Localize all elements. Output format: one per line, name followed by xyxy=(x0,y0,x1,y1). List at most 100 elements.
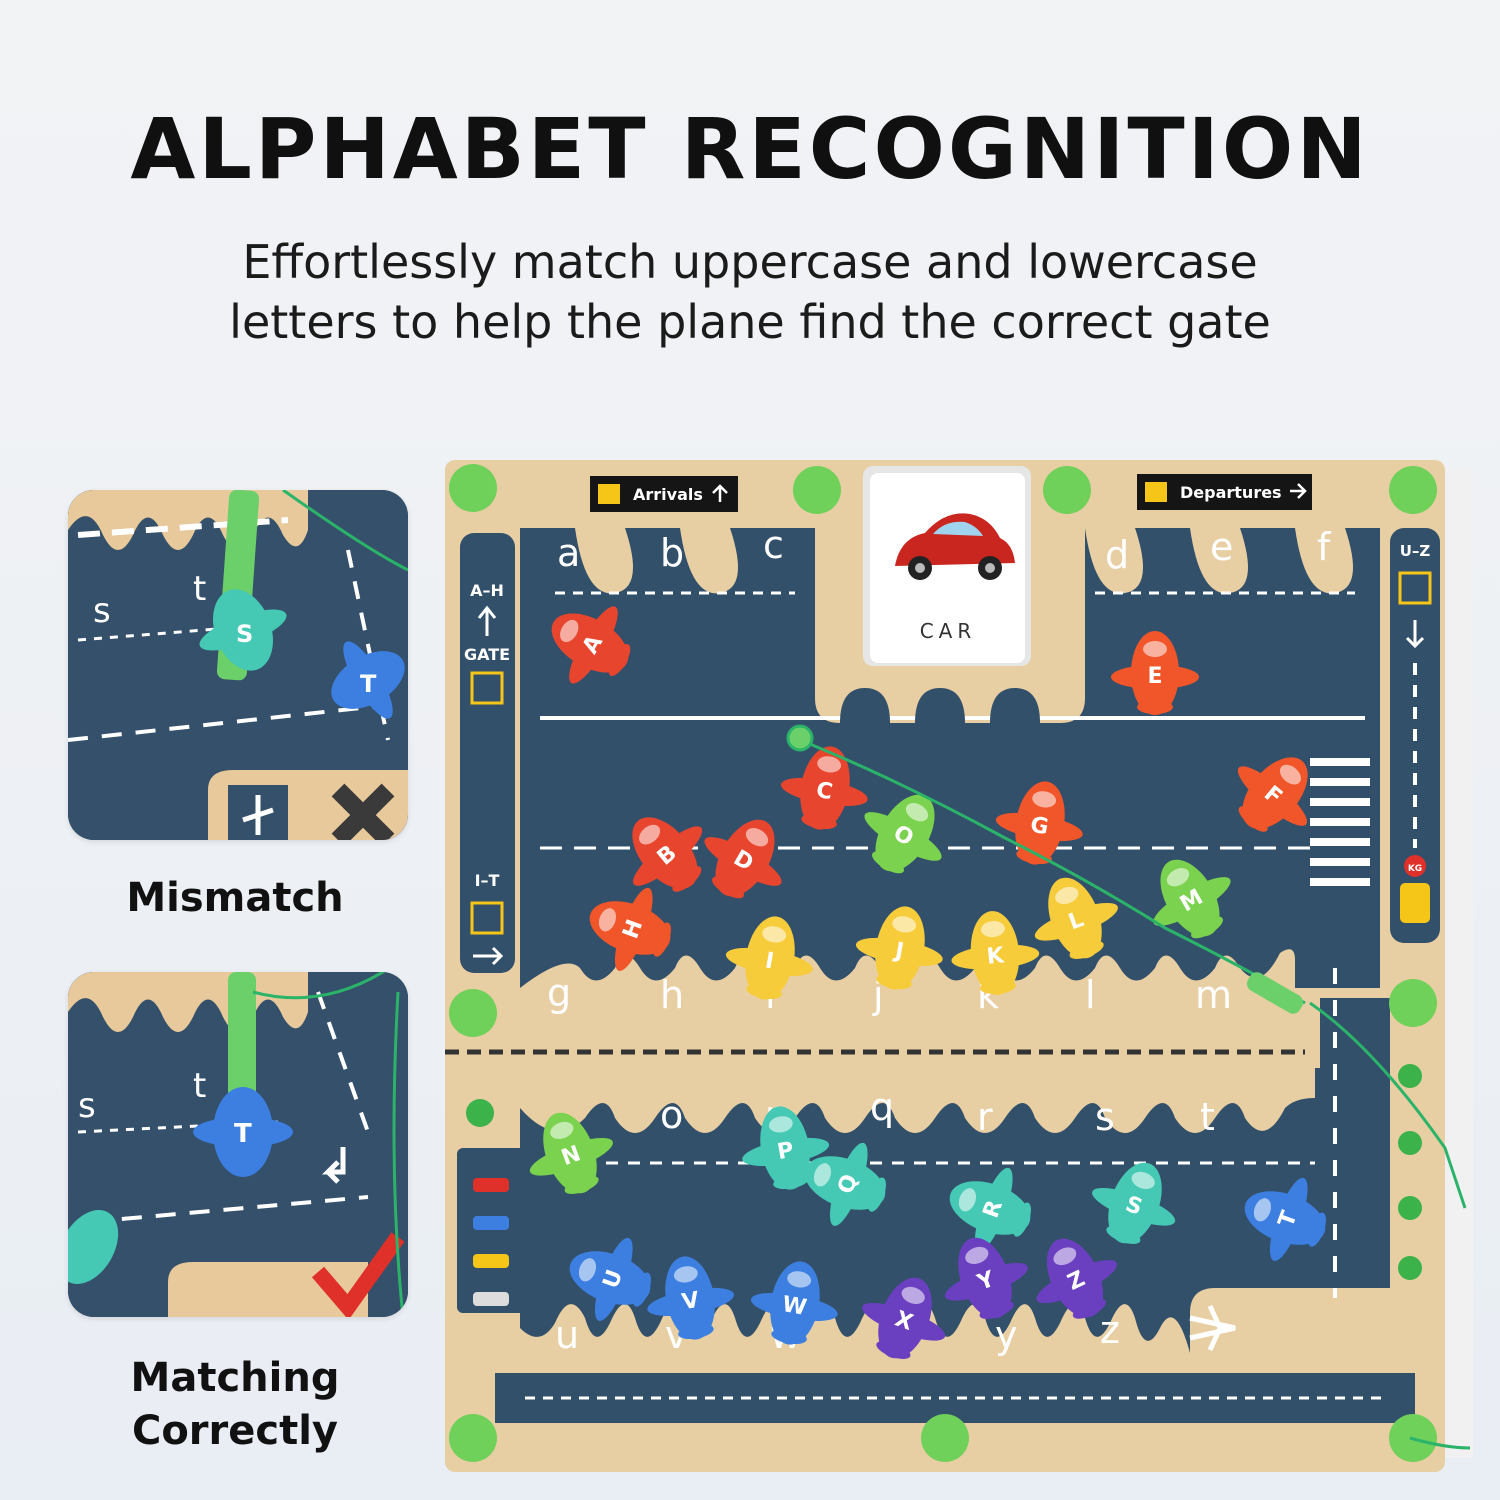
gate-letter-t: t xyxy=(1200,1095,1215,1139)
plane-letter: G xyxy=(1028,813,1050,841)
gate-letter-z: z xyxy=(1100,1308,1120,1352)
parking-lot xyxy=(457,1148,525,1313)
plane-letter: C xyxy=(814,778,834,805)
plane-piece-u[interactable]: U xyxy=(555,1222,664,1333)
plane-piece-a[interactable]: A xyxy=(532,584,649,702)
plane-piece-w[interactable]: W xyxy=(744,1254,845,1352)
plane-letter: P xyxy=(775,1138,795,1165)
plane-letter: V xyxy=(680,1288,701,1316)
gate-letter-h: h xyxy=(660,973,684,1017)
plane-piece-r[interactable]: R xyxy=(935,1152,1044,1263)
arrow-up-icon xyxy=(712,484,728,502)
plane-piece-x[interactable]: X xyxy=(849,1263,960,1372)
arrow-up-icon xyxy=(477,605,497,636)
gate-letter-e: e xyxy=(1210,525,1233,569)
arrow-down-icon xyxy=(1405,620,1425,649)
plane-piece-n[interactable]: N xyxy=(514,1098,625,1207)
magnetic-wand-icon[interactable] xyxy=(1244,969,1306,1016)
plane-piece-q[interactable]: Q xyxy=(790,1127,899,1238)
subtitle-line-2: letters to help the plane find the corre… xyxy=(229,295,1271,349)
gate-letter-l: l xyxy=(1085,973,1096,1017)
maze-board: A–H GATE I–T U–Z KG Arrivals Departures xyxy=(445,448,1475,1478)
plane-piece-m[interactable]: M xyxy=(1131,840,1249,957)
luggage-icon xyxy=(1400,883,1430,923)
plane-sign-icon xyxy=(470,901,504,935)
gate-teeth-lower xyxy=(520,1083,1315,1133)
lowercase-t: t xyxy=(193,569,206,609)
svg-text:KG: KG xyxy=(1408,864,1422,874)
plane-piece-y[interactable]: Y xyxy=(929,1223,1040,1332)
plane-sign-icon xyxy=(470,671,504,705)
gate-teeth-top xyxy=(575,528,1353,594)
plane-piece-g[interactable]: G xyxy=(989,774,1090,872)
lowercase-t: t xyxy=(193,1066,206,1106)
plane-piece-h[interactable]: H xyxy=(575,872,684,983)
gate-letter-o: o xyxy=(660,1093,683,1137)
crosswalk xyxy=(1310,758,1370,886)
plane-piece-z[interactable]: Z xyxy=(1017,1221,1132,1334)
plane-letter-t: T xyxy=(234,1119,252,1149)
plane-letter-t: T xyxy=(360,670,377,698)
plane-letter: K xyxy=(986,943,1006,969)
gate-letter-a: a xyxy=(557,531,580,575)
plane-piece-p[interactable]: P xyxy=(734,1099,835,1197)
matching-caption-line-2: Correctly xyxy=(131,1408,339,1454)
gate-letter-j: j xyxy=(872,973,884,1017)
gate-letter-u: u xyxy=(555,1313,579,1357)
plane-piece-j[interactable]: J xyxy=(849,899,950,997)
gate-letter-r: r xyxy=(977,1095,993,1139)
gate-letter-f: f xyxy=(1317,525,1332,569)
plane-piece-b[interactable]: B xyxy=(604,793,725,914)
plane-sign-icon xyxy=(1398,571,1432,605)
plane-piece-v[interactable]: V xyxy=(639,1249,740,1347)
plane-piece-k[interactable]: K xyxy=(948,907,1043,998)
plane-letter: W xyxy=(780,1292,808,1321)
wand-tip-icon[interactable] xyxy=(786,724,814,752)
lowercase-s: s xyxy=(78,1086,96,1126)
lowercase-s: s xyxy=(93,591,111,631)
plane-piece-i[interactable]: I xyxy=(719,909,820,1007)
matching-thumbnail: s t T xyxy=(68,972,408,1317)
flash-card xyxy=(870,473,1025,663)
mismatch-caption: Mismatch xyxy=(126,875,344,921)
gate-letter-s: s xyxy=(1095,1095,1115,1139)
plane-piece-e[interactable]: E xyxy=(1111,631,1199,715)
suction-cups xyxy=(449,464,1437,1462)
plane-piece-t[interactable]: T xyxy=(1230,1162,1339,1273)
gate-letter-g: g xyxy=(547,971,571,1015)
left-label-gate: GATE xyxy=(464,645,510,664)
arches xyxy=(840,688,1040,723)
gate-letter-m: m xyxy=(1195,973,1232,1017)
bottom-road xyxy=(495,1373,1415,1423)
plane-piece-d[interactable]: D xyxy=(686,800,804,917)
svg-text:Arrivals: Arrivals xyxy=(633,485,703,504)
plane-piece-f[interactable]: F xyxy=(1214,733,1335,854)
airport-plane-icon xyxy=(1189,1304,1236,1352)
plane-letter: E xyxy=(1147,664,1162,689)
left-label-top: A–H xyxy=(470,581,504,600)
car-icon xyxy=(895,513,1015,580)
gate-letter-q: q xyxy=(870,1085,894,1129)
plane-piece-s[interactable]: S xyxy=(1079,1148,1190,1257)
mismatch-thumbnail: s t S T xyxy=(68,490,408,840)
gate-letter-d: d xyxy=(1105,533,1129,577)
bag-tag-icon xyxy=(1404,855,1426,877)
svg-text:Departures: Departures xyxy=(1180,483,1282,502)
page-title: ALPHABET RECOGNITION xyxy=(130,100,1370,198)
gate-letter-c: c xyxy=(763,523,784,567)
trees xyxy=(466,1064,1422,1280)
plane-piece-l[interactable]: L xyxy=(1019,863,1130,972)
gate-letter-b: b xyxy=(660,531,684,575)
right-label-top: U–Z xyxy=(1400,542,1431,560)
arrow-right-icon xyxy=(473,946,504,966)
plane-piece-c[interactable]: C xyxy=(774,739,875,837)
subtitle-line-1: Effortlessly match uppercase and lowerca… xyxy=(242,235,1258,289)
left-label-bottom: I–T xyxy=(475,871,500,890)
card-word: CAR xyxy=(920,619,977,643)
left-gate-panel xyxy=(460,533,515,973)
plane-piece-o[interactable]: O xyxy=(846,775,964,892)
gate-teeth-bottom xyxy=(520,1304,1190,1358)
gate-letter-y: y xyxy=(995,1313,1018,1357)
matching-caption-line-1: Matching xyxy=(130,1355,340,1401)
